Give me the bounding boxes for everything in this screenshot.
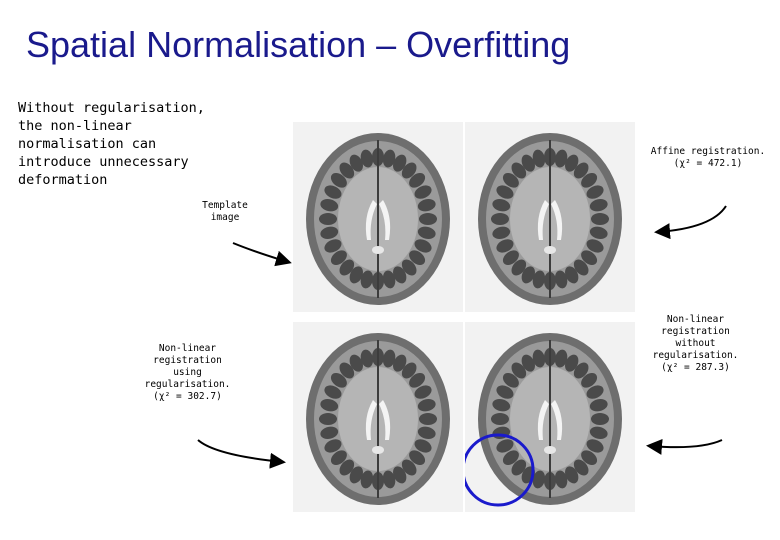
arrow-affine	[654, 205, 727, 240]
arrow-regularised	[197, 439, 286, 469]
brain-slice	[306, 133, 450, 305]
intro-line: the non-linear	[18, 118, 132, 134]
template-label: Template image	[202, 200, 248, 223]
brain-slice	[465, 333, 622, 507]
intro-line: Without regularisation,	[18, 100, 205, 116]
highlight-circle	[465, 433, 535, 507]
brain-slice	[306, 333, 450, 505]
brain-image-unregularised	[465, 322, 635, 512]
arrow-unregularised	[646, 438, 723, 455]
brain-image-affine	[465, 122, 635, 312]
arrow-template	[232, 242, 292, 267]
regularised-label: Non-linear registration using regularisa…	[144, 343, 231, 402]
slide-title: Spatial Normalisation – Overfitting	[26, 24, 571, 65]
intro-line: deformation	[18, 172, 108, 188]
brain-slice	[478, 133, 622, 305]
unregularised-label: Non-linear registration without regulari…	[652, 314, 739, 373]
intro-text: Without regularisation, the non-linear n…	[18, 99, 218, 189]
intro-line: normalisation can	[18, 136, 157, 152]
affine-label: Affine registration. (χ² = 472.1)	[650, 146, 766, 169]
brain-image-template	[293, 122, 463, 312]
intro-line: introduce unnecessary	[18, 154, 189, 170]
brain-image-regularised	[293, 322, 463, 512]
